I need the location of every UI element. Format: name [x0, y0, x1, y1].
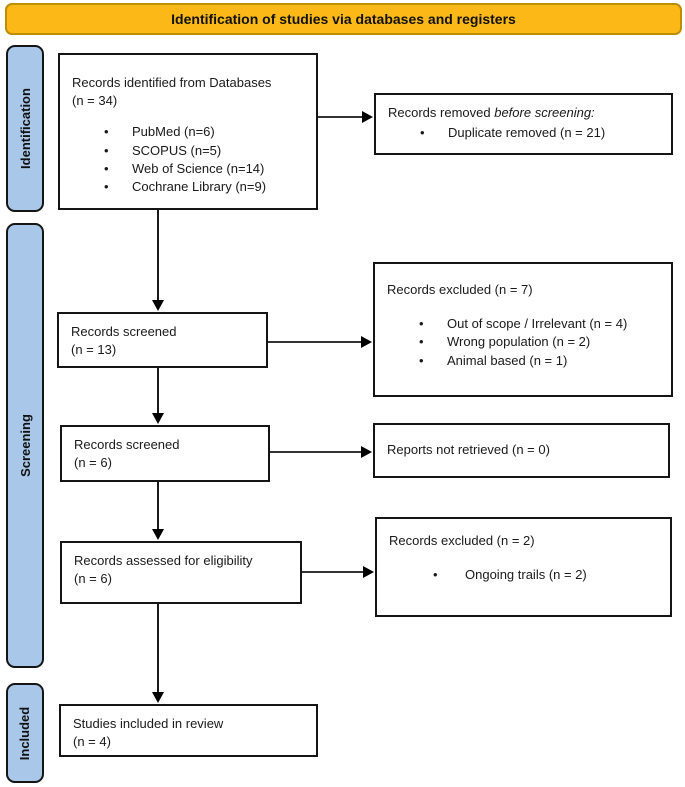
- arrow-right-icon: [361, 446, 372, 458]
- list-item: Wrong population (n = 2): [387, 333, 659, 351]
- box-text-line: (n = 6): [74, 455, 112, 471]
- box-text-line: Reports not retrieved (n = 0): [387, 442, 550, 458]
- box-reports-not-retrieved: Reports not retrieved (n = 0): [373, 423, 670, 478]
- box-text-line: Records excluded (n = 7): [387, 282, 533, 297]
- box-records-identified: Records identified from Databases (n = 3…: [58, 53, 318, 210]
- stage-label-included: Included: [6, 683, 44, 783]
- box-records-excluded-2: Records excluded (n = 2) Ongoing trails …: [375, 517, 672, 617]
- diagram-title: Identification of studies via databases …: [171, 11, 516, 27]
- list-item: Animal based (n = 1): [387, 352, 659, 370]
- list-item: Duplicate removed (n = 21): [388, 124, 659, 142]
- box-text-line: Records screened: [71, 324, 177, 339]
- list-item: Ongoing trails (n = 2): [389, 566, 658, 584]
- box-text-line: Studies included in review: [73, 716, 224, 731]
- arrow-line-screened13-to-screened6: [157, 368, 159, 415]
- list-item: Cochrane Library (n=9): [72, 178, 304, 196]
- stage-label-text: Included: [17, 706, 33, 760]
- arrow-down-icon: [152, 300, 164, 311]
- arrow-down-icon: [152, 529, 164, 540]
- removed-bullet-list: Duplicate removed (n = 21): [388, 124, 659, 142]
- box-text-line: (n = 4): [73, 734, 111, 750]
- box-records-assessed: Records assessed for eligibility (n = 6): [60, 541, 302, 604]
- arrow-line-screened13-to-excluded7: [268, 341, 363, 343]
- box-text-italic: before screening:: [494, 105, 595, 120]
- stage-label-text: Identification: [17, 88, 33, 169]
- excluded-bullet-list: Out of scope / Irrelevant (n = 4) Wrong …: [387, 315, 659, 370]
- excluded2-bullet-list: Ongoing trails (n = 2): [389, 566, 658, 584]
- stage-label-identification: Identification: [6, 45, 44, 212]
- arrow-down-icon: [152, 692, 164, 703]
- box-text-line: (n = 34): [72, 93, 118, 109]
- arrow-line-identified-to-screened13: [157, 210, 159, 302]
- box-text-line: Records screened: [74, 437, 180, 452]
- box-text-line: (n = 6): [74, 571, 112, 587]
- arrow-down-icon: [152, 413, 164, 424]
- arrow-line-assessed-to-included: [157, 604, 159, 694]
- list-item: Out of scope / Irrelevant (n = 4): [387, 315, 659, 333]
- arrow-line-screened6-to-notretrieved: [270, 451, 363, 453]
- arrow-right-icon: [363, 566, 374, 578]
- box-text-line: Records assessed for eligibility: [74, 553, 253, 568]
- box-records-removed: Records removed before screening: Duplic…: [374, 93, 673, 155]
- arrow-right-icon: [362, 111, 373, 123]
- box-text-line: Records identified from Databases: [72, 75, 272, 90]
- box-text-line: Records excluded (n = 2): [389, 533, 535, 548]
- box-records-excluded-7: Records excluded (n = 7) Out of scope / …: [373, 262, 673, 397]
- list-item: Web of Science (n=14): [72, 160, 304, 178]
- box-text-part: Records removed: [388, 105, 495, 120]
- stage-label-screening: Screening: [6, 223, 44, 668]
- diagram-header-banner: Identification of studies via databases …: [5, 3, 682, 35]
- list-item: SCOPUS (n=5): [72, 142, 304, 160]
- box-text-line: (n = 13): [71, 342, 117, 358]
- arrow-line-screened6-to-assessed: [157, 482, 159, 531]
- box-text-line: Records removed before screening:: [388, 104, 659, 122]
- box-studies-included: Studies included in review (n = 4): [59, 704, 318, 757]
- arrow-line-identified-to-removed: [318, 116, 364, 118]
- list-item: PubMed (n=6): [72, 123, 304, 141]
- box-records-screened-13: Records screened (n = 13): [57, 312, 268, 368]
- stage-label-text: Screening: [17, 414, 33, 477]
- arrow-right-icon: [361, 336, 372, 348]
- box-records-screened-6: Records screened (n = 6): [60, 425, 270, 482]
- database-bullet-list: PubMed (n=6) SCOPUS (n=5) Web of Science…: [72, 123, 304, 196]
- arrow-line-assessed-to-excluded2: [302, 571, 365, 573]
